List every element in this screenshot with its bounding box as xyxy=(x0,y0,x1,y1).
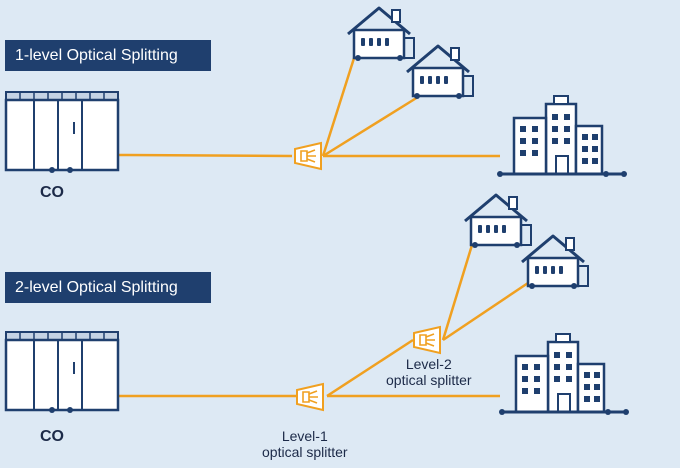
house-icon-1 xyxy=(346,6,416,63)
level2-splitter-label-line2: optical splitter xyxy=(386,372,472,388)
co-server-rack-icon-2 xyxy=(4,330,120,415)
level1-optical-splitter-icon xyxy=(296,383,324,411)
level2-splitter-label-line1: Level-2 xyxy=(405,356,452,372)
fiber-lines-section-2 xyxy=(118,244,529,398)
fiber-lines-section-1 xyxy=(117,54,500,158)
co-label-2: CO xyxy=(40,428,64,445)
level1-splitter-label: Level-1 optical splitter xyxy=(262,428,348,460)
co-label-1: CO xyxy=(40,184,64,201)
house-icon-2 xyxy=(405,44,475,101)
office-building-icon-1 xyxy=(495,94,629,179)
co-server-rack-icon-1 xyxy=(4,90,120,175)
section-title-2level: 2-level Optical Splitting xyxy=(5,272,211,303)
house-icon-3 xyxy=(463,193,533,250)
level2-optical-splitter-icon xyxy=(413,326,441,354)
level1-splitter-label-line2: optical splitter xyxy=(262,444,348,460)
level2-splitter-label: Level-2 optical splitter xyxy=(386,356,472,388)
section-title-1level: 1-level Optical Splitting xyxy=(5,40,211,71)
level1-splitter-label-line1: Level-1 xyxy=(281,428,328,444)
optical-splitter-icon-1 xyxy=(294,142,322,170)
office-building-icon-2 xyxy=(497,332,631,417)
